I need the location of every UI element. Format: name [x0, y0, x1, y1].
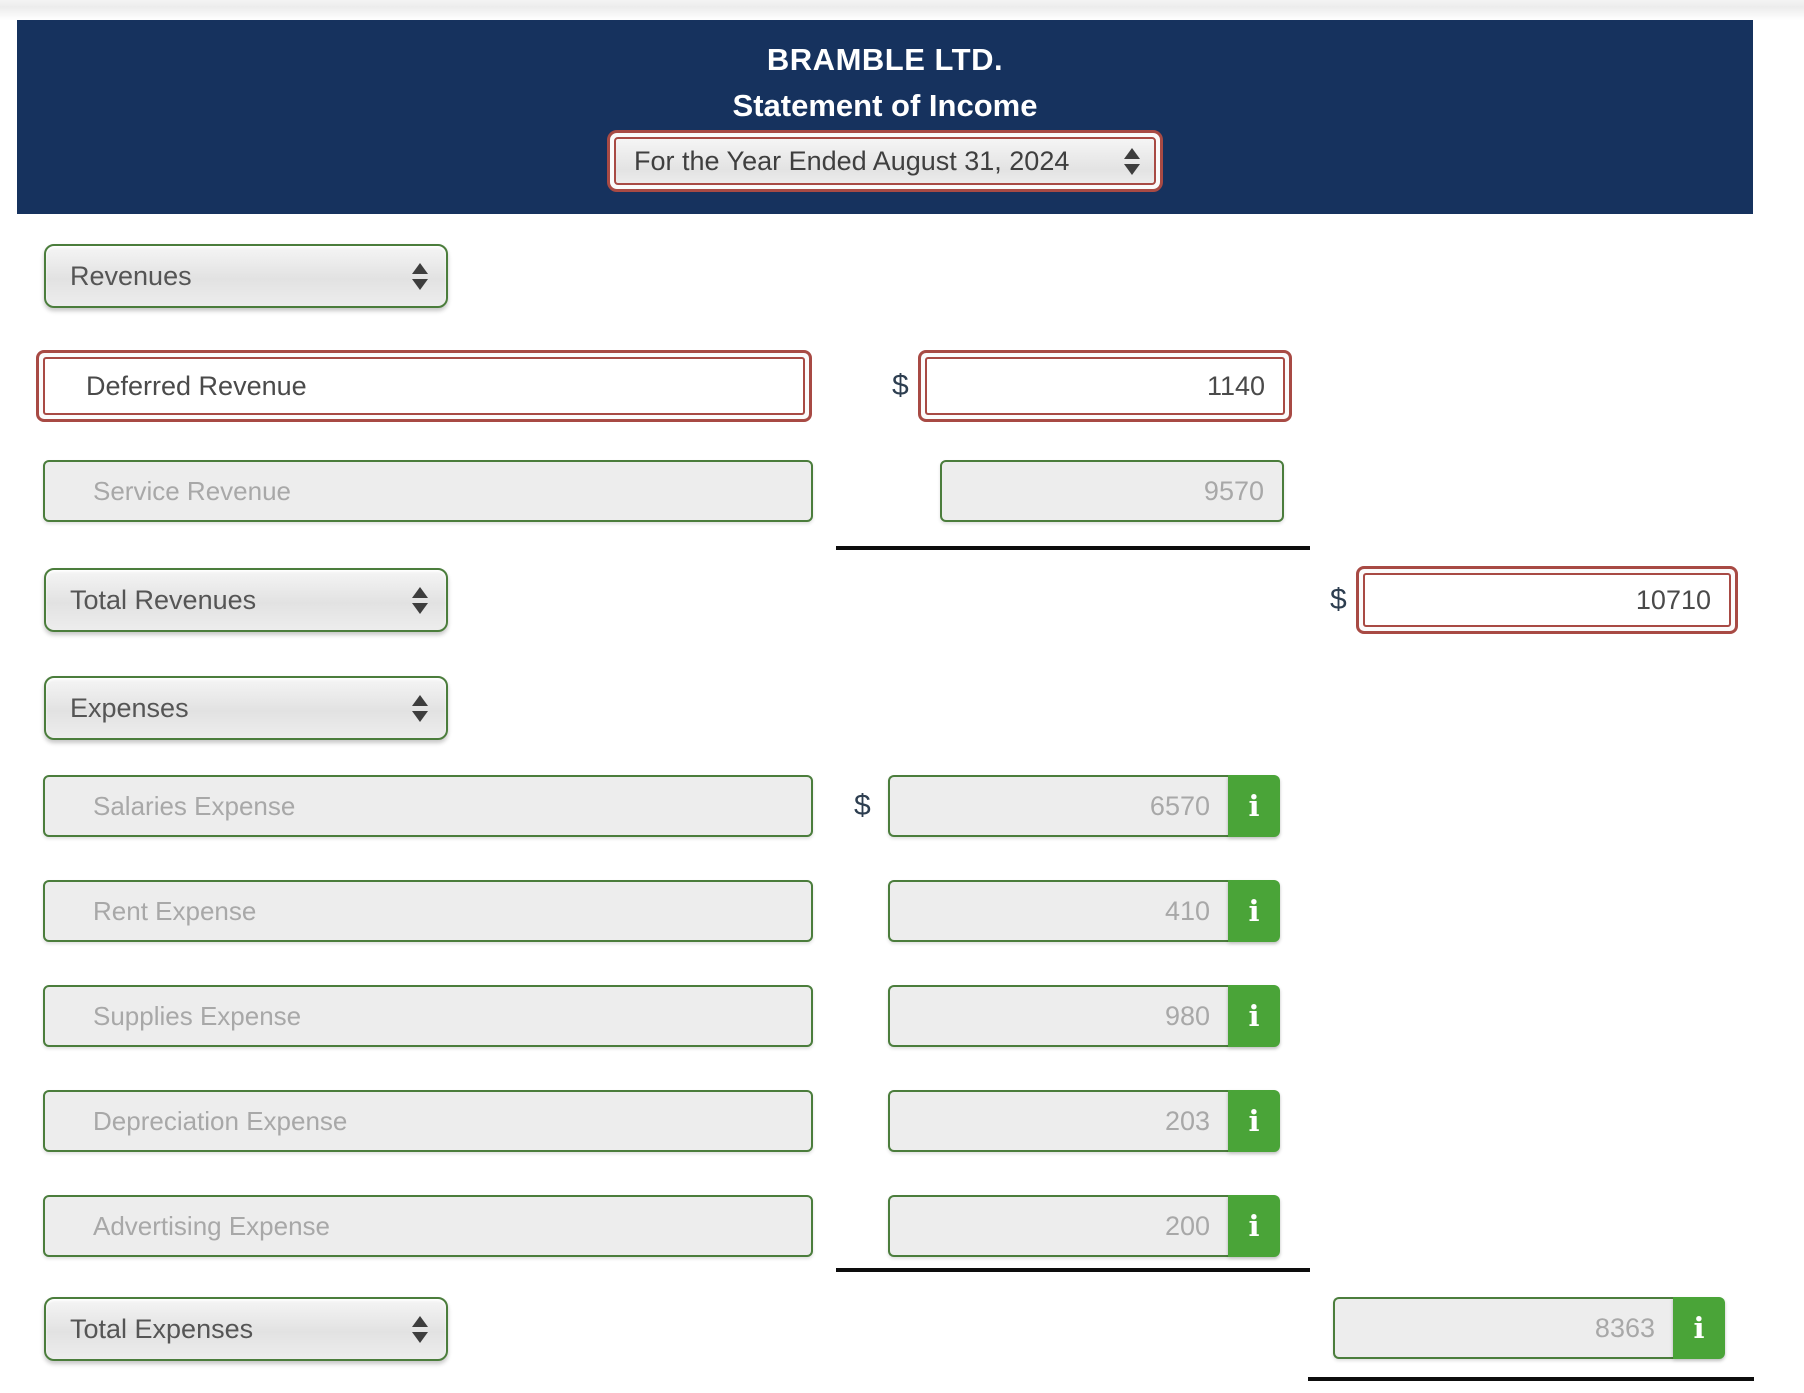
info-icon: i	[1248, 1208, 1260, 1243]
advertising-expense-amount-group: i	[888, 1195, 1280, 1257]
info-button[interactable]: i	[1228, 1195, 1280, 1257]
currency-symbol: $	[854, 789, 871, 822]
arrow-up-icon	[412, 694, 428, 706]
info-icon: i	[1248, 1103, 1260, 1138]
expenses-section-label: Expenses	[70, 692, 189, 723]
advertising-expense-account-input	[43, 1195, 813, 1257]
select-arrows-icon	[412, 262, 428, 290]
grand-total-rule	[1308, 1377, 1754, 1381]
arrow-up-icon	[412, 586, 428, 598]
period-select-highlight: For the Year Ended August 31, 2024	[607, 130, 1163, 192]
arrow-down-icon	[412, 710, 428, 722]
salaries-expense-amount-input	[888, 775, 1228, 837]
supplies-expense-account-input	[43, 985, 813, 1047]
info-icon: i	[1248, 998, 1260, 1033]
revenues-section-dropdown[interactable]: Revenues	[44, 244, 448, 308]
deferred-revenue-amount-highlight	[918, 350, 1292, 422]
total-expenses-dropdown[interactable]: Total Expenses	[44, 1297, 448, 1361]
info-button[interactable]: i	[1228, 985, 1280, 1047]
top-shadow	[0, 0, 1804, 20]
period-select[interactable]: For the Year Ended August 31, 2024	[614, 137, 1156, 185]
select-arrows-icon	[412, 694, 428, 722]
arrow-up-icon	[1124, 147, 1140, 159]
statement-title: Statement of Income	[732, 88, 1038, 123]
rent-expense-amount-input	[888, 880, 1228, 942]
total-expenses-label: Total Expenses	[70, 1313, 254, 1344]
total-expenses-amount-input	[1333, 1297, 1673, 1359]
salaries-expense-account-input	[43, 775, 813, 837]
arrow-down-icon	[1124, 163, 1140, 175]
advertising-expense-amount-input	[888, 1195, 1228, 1257]
service-revenue-account-input	[43, 460, 813, 522]
info-button[interactable]: i	[1228, 775, 1280, 837]
total-revenues-amount-input[interactable]	[1363, 573, 1731, 627]
salaries-expense-amount-group: i	[888, 775, 1280, 837]
info-icon: i	[1693, 1310, 1705, 1345]
info-icon: i	[1248, 788, 1260, 823]
depreciation-expense-amount-input	[888, 1090, 1228, 1152]
select-arrows-icon	[412, 1315, 428, 1343]
deferred-revenue-amount-input[interactable]	[925, 357, 1285, 415]
supplies-expense-amount-group: i	[888, 985, 1280, 1047]
arrow-up-icon	[412, 1315, 428, 1327]
depreciation-expense-amount-group: i	[888, 1090, 1280, 1152]
depreciation-expense-account-input	[43, 1090, 813, 1152]
total-expenses-amount-group: i	[1333, 1297, 1725, 1359]
rent-expense-account-input	[43, 880, 813, 942]
total-revenues-label: Total Revenues	[70, 584, 257, 615]
currency-symbol: $	[892, 369, 909, 402]
select-arrows-icon	[1124, 147, 1140, 175]
select-arrows-icon	[412, 586, 428, 614]
info-button[interactable]: i	[1673, 1297, 1725, 1359]
rent-expense-amount-group: i	[888, 880, 1280, 942]
currency-symbol: $	[1330, 583, 1347, 616]
revenues-section-label: Revenues	[70, 260, 192, 291]
total-revenues-dropdown[interactable]: Total Revenues	[44, 568, 448, 632]
period-select-label: For the Year Ended August 31, 2024	[634, 145, 1070, 176]
deferred-revenue-field-highlight	[36, 350, 812, 422]
expenses-subtotal-rule	[836, 1268, 1310, 1272]
info-icon: i	[1248, 893, 1260, 928]
arrow-down-icon	[412, 1331, 428, 1343]
arrow-down-icon	[412, 278, 428, 290]
statement-header: BRAMBLE LTD. Statement of Income For the…	[17, 20, 1753, 214]
total-revenues-amount-highlight	[1356, 566, 1738, 634]
company-name: BRAMBLE LTD.	[766, 42, 1004, 77]
info-button[interactable]: i	[1228, 880, 1280, 942]
arrow-up-icon	[412, 262, 428, 274]
info-button[interactable]: i	[1228, 1090, 1280, 1152]
arrow-down-icon	[412, 602, 428, 614]
revenues-subtotal-rule	[836, 546, 1310, 550]
service-revenue-amount-input	[940, 460, 1284, 522]
expenses-section-dropdown[interactable]: Expenses	[44, 676, 448, 740]
deferred-revenue-account-input[interactable]	[43, 357, 805, 415]
supplies-expense-amount-input	[888, 985, 1228, 1047]
